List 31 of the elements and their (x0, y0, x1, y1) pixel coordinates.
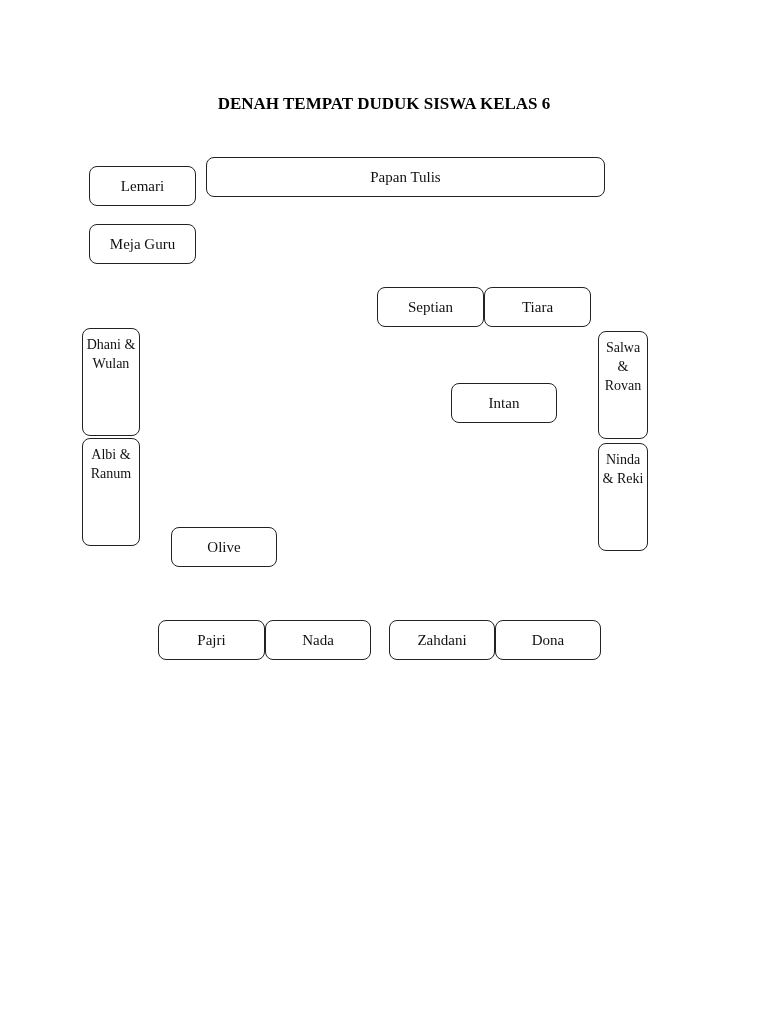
desk-box (451, 383, 557, 423)
seat-label: Dhani & Wulan (85, 336, 137, 373)
seat-label: Tiara (521, 298, 554, 316)
seat-label: Salwa & Rovan (603, 339, 643, 395)
desk-box (158, 620, 265, 660)
desk-box (484, 287, 591, 327)
desk-box (265, 620, 371, 660)
desk-box (82, 328, 140, 436)
teacher-desk-box (89, 224, 196, 264)
desk-box (171, 527, 277, 567)
seat-label: Albi & Ranum (89, 446, 133, 483)
desk-box (598, 443, 648, 551)
seat-label: Nada (302, 631, 334, 649)
seat-label: Ninda & Reki (601, 451, 645, 488)
seat-label: Intan (488, 394, 520, 412)
seat-label: Dona (531, 631, 565, 649)
seat-label: Lemari (120, 177, 165, 195)
seat-label: Meja Guru (109, 235, 176, 253)
seat-label: Zahdani (417, 631, 467, 649)
desk-box (377, 287, 484, 327)
seat-label: Papan Tulis (370, 168, 441, 186)
seat-label: Pajri (197, 631, 226, 649)
title: DENAH TEMPAT DUDUK SISWA KELAS 6 (216, 93, 552, 115)
whiteboard-box (206, 157, 605, 197)
cupboard-box (89, 166, 196, 206)
seat-label: Olive (207, 538, 241, 556)
desk-box (598, 331, 648, 439)
desk-box (82, 438, 140, 546)
seat-label: Septian (408, 298, 453, 316)
desk-box (495, 620, 601, 660)
desk-box (389, 620, 495, 660)
